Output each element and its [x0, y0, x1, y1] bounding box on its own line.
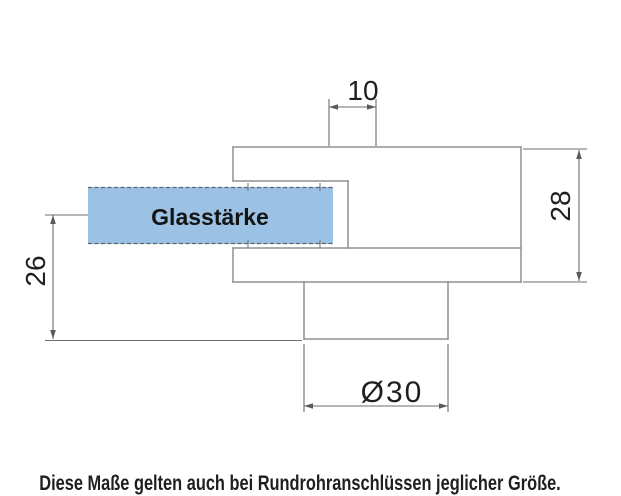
- dimension-left-height: 26: [20, 214, 302, 342]
- arrowhead-left: [329, 104, 338, 110]
- dimension-value-left: 26: [20, 255, 51, 286]
- glass-panel-fill: [88, 187, 333, 244]
- dimension-value-right: 28: [545, 190, 576, 221]
- arrowhead-up: [576, 150, 582, 159]
- arrowhead-right: [439, 403, 448, 409]
- dimension-value-diameter: Ø30: [361, 376, 424, 409]
- arrowhead-down: [50, 330, 56, 339]
- caption-text: Diese Maße gelten auch bei Rundrohransch…: [39, 471, 560, 494]
- arrowhead-left: [304, 403, 313, 409]
- dimension-right-height: 28: [523, 148, 587, 283]
- arrowhead-up: [50, 215, 56, 224]
- arrowhead-right: [367, 104, 376, 110]
- dimension-top-width: 10: [328, 75, 379, 146]
- arrowhead-down: [576, 272, 582, 281]
- glass-thickness-label: Glasstärke: [151, 204, 269, 230]
- dimension-value-top: 10: [347, 75, 378, 106]
- clamp-body-outline: [232, 146, 522, 340]
- dimension-tube-diameter: Ø30: [303, 344, 449, 412]
- glass-panel: Glasstärke: [88, 183, 333, 248]
